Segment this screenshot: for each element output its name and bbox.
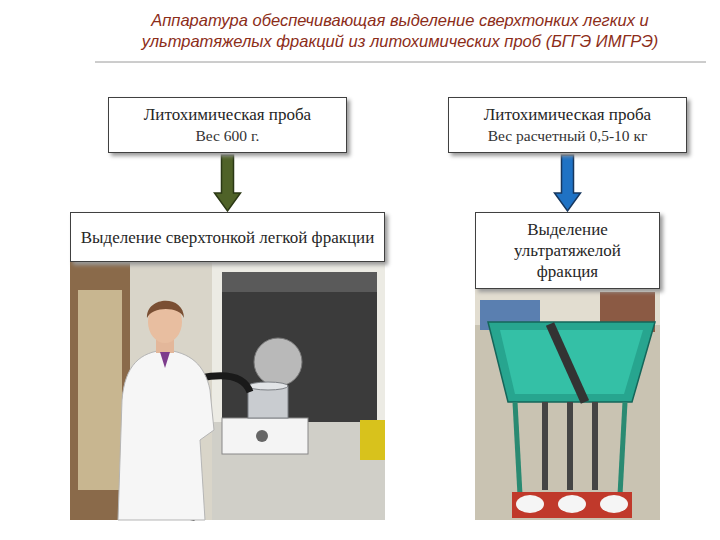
box-text: Выделение сверхтонкой легкой фракции	[81, 227, 374, 248]
fume-hood-top	[222, 272, 377, 292]
shaker-device	[222, 418, 308, 454]
yellow-container	[360, 420, 385, 460]
hair	[147, 301, 184, 318]
sample-bowl	[600, 495, 628, 513]
metal-pot	[248, 386, 288, 418]
title-rule	[95, 62, 706, 63]
sample-bowl	[516, 495, 544, 513]
drain-hose	[542, 402, 548, 490]
device-knob	[256, 430, 268, 442]
process-box: Литохимическая пробаВес расчетный 0,5-10…	[448, 97, 687, 153]
block-arrow	[555, 155, 581, 211]
process-box: Литохимическая пробаВес 600 г.	[108, 97, 347, 153]
pot-rim	[248, 382, 288, 390]
slide-title: Аппаратура обеспечивающая выделение свер…	[90, 10, 710, 52]
fume-hood-frame	[212, 262, 385, 520]
process-box: Выделение ультратяжелой фракция	[475, 212, 660, 289]
concentration-table	[488, 322, 655, 402]
weight-text: Вес 600 г.	[196, 125, 260, 146]
lab-photo-left	[70, 262, 385, 520]
box-text: Литохимическая проба	[144, 104, 311, 125]
table-leg	[620, 402, 625, 495]
door-panel	[78, 290, 122, 490]
table-leg	[515, 402, 520, 495]
box-text: Выделение ультратяжелой фракция	[484, 219, 651, 282]
box-text: Литохимическая проба	[484, 104, 651, 125]
process-box: Выделение сверхтонкой легкой фракции	[70, 212, 385, 262]
roller	[550, 324, 585, 402]
fan-disk	[254, 338, 302, 386]
block-arrow	[215, 155, 241, 211]
drain-hose	[567, 402, 573, 490]
sample-bowl	[558, 495, 586, 513]
fume-hood-interior	[222, 272, 377, 422]
lab-coat	[118, 350, 214, 520]
weight-text: Вес расчетный 0,5-10 кг	[488, 125, 648, 146]
collar	[160, 352, 170, 368]
photo-ground	[475, 285, 660, 520]
red-tray	[512, 492, 632, 518]
drain-hose	[592, 402, 598, 490]
lab-photo-right	[475, 285, 660, 520]
photo-ground	[70, 262, 385, 520]
